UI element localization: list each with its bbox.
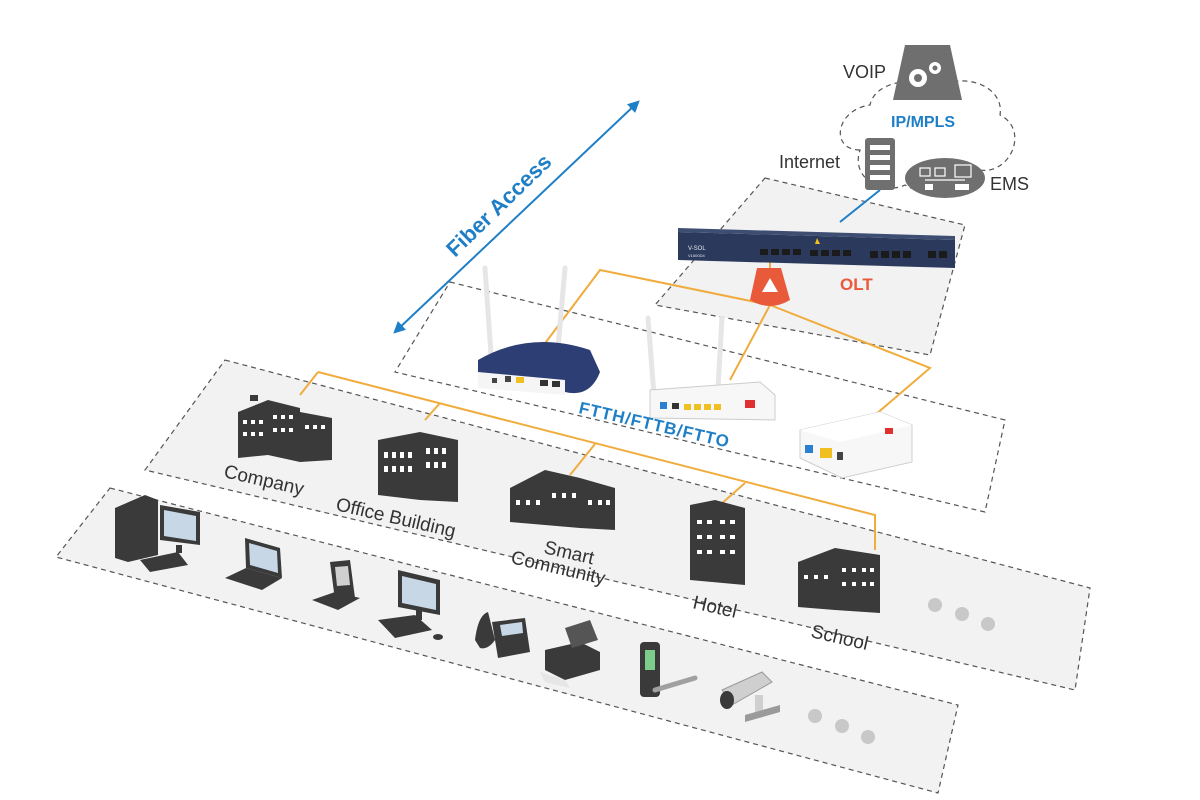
laptop-icon xyxy=(225,538,282,590)
desktop-computer-icon xyxy=(115,495,200,572)
office-windows xyxy=(384,448,446,472)
pos-terminal-icon xyxy=(312,560,360,610)
school-windows xyxy=(804,568,874,586)
network-switch-icon xyxy=(865,138,895,190)
devices-more-dots xyxy=(808,709,875,744)
ip-mpls-label: IP/MPLS xyxy=(891,114,955,131)
ems-label: EMS xyxy=(990,174,1029,194)
ip-phone-icon xyxy=(475,612,530,658)
olt-label: OLT xyxy=(840,275,873,294)
smart-lock-icon xyxy=(640,642,698,697)
smart-community-icon xyxy=(510,470,615,530)
hotel-icon xyxy=(690,500,745,585)
workstation-icon xyxy=(378,570,443,640)
olt-model: V1600D4 xyxy=(688,253,705,258)
buildings-more-dots xyxy=(928,598,995,631)
printer-icon xyxy=(540,620,600,688)
fiber-access-label: Fiber Access xyxy=(441,149,556,262)
fiber-access-arrow xyxy=(393,100,640,334)
hotel-windows xyxy=(697,520,735,554)
ont-router-blue xyxy=(478,265,600,395)
company-windows xyxy=(243,415,325,436)
smart-community-windows xyxy=(516,493,610,505)
splitter-warning-icon xyxy=(750,268,790,306)
camera-icon xyxy=(720,671,780,722)
ont-router-white xyxy=(645,315,776,421)
olt-panel xyxy=(653,177,966,356)
internet-label: Internet xyxy=(779,152,840,172)
school-icon xyxy=(798,548,880,613)
olt-brand: V-SOL xyxy=(688,246,706,252)
olt-device: V-SOL V1600D4 xyxy=(678,228,955,268)
ont-box xyxy=(799,411,913,479)
ems-servers-icon xyxy=(905,158,985,198)
voip-label: VOIP xyxy=(843,62,886,82)
gears-icon xyxy=(893,45,962,100)
uplink-line xyxy=(839,189,881,223)
